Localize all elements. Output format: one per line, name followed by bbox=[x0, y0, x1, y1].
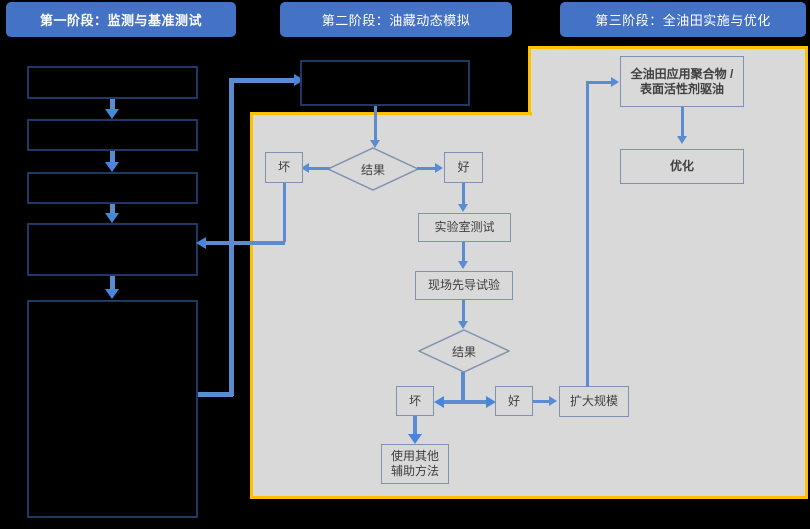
stage3-app-to-opt-arrowhead bbox=[677, 136, 687, 144]
stage1-conn-4-arrowhead bbox=[105, 289, 119, 299]
stage-3-panel-edge-bottom bbox=[528, 496, 808, 499]
stage2-other-methods-box[interactable]: 使用其他 辅助方法 bbox=[381, 444, 449, 484]
stage1-conn-3-arrowhead bbox=[105, 213, 119, 223]
stage2-decision1-to-good-arrowhead bbox=[435, 163, 443, 173]
stage-3-panel-edge-top bbox=[528, 46, 808, 49]
stage2-bad2-to-other-line bbox=[413, 416, 417, 437]
stage-3-panel bbox=[530, 48, 808, 497]
stage1-box-3[interactable] bbox=[27, 172, 198, 204]
stage2-decision-2[interactable]: 结果 bbox=[418, 329, 510, 373]
stage-header-2-label: 第二阶段：油藏动态模拟 bbox=[321, 13, 471, 28]
stage2-bad1-left-line bbox=[205, 241, 285, 245]
stage2-scale-up-box[interactable]: 扩大规模 bbox=[559, 386, 629, 417]
stage1-conn-1-arrowhead bbox=[105, 109, 119, 119]
stage2-decision1-to-bad-line bbox=[308, 167, 330, 170]
stage3-optimization-box[interactable]: 优化 bbox=[620, 149, 744, 184]
stage2-lab-to-pilot-line bbox=[462, 242, 465, 264]
stage2-other-methods-line2: 辅助方法 bbox=[390, 464, 439, 478]
stage2-decision2-bad-label: 坏 bbox=[408, 393, 421, 408]
stage2-lab-test-box[interactable]: 实验室测试 bbox=[418, 213, 511, 242]
stage-header-3-label: 第三阶段：全油田实施与优化 bbox=[595, 13, 771, 28]
stage1-conn-2-arrowhead bbox=[105, 162, 119, 172]
stage1-conn-4-line bbox=[110, 276, 115, 291]
stage-2-panel-edge-left bbox=[250, 112, 253, 499]
loop-top-segment bbox=[229, 78, 299, 83]
stage1-box-5[interactable] bbox=[27, 300, 198, 518]
stage-2-panel-edge-top bbox=[250, 112, 532, 115]
stage3-field-application-line2: 表面活性剂驱油 bbox=[639, 81, 724, 96]
stage2-field-pilot-label: 现场先导试验 bbox=[427, 278, 500, 292]
stage2-bad1-down-line bbox=[283, 183, 286, 242]
stage2-other-methods-line1: 使用其他 bbox=[390, 449, 439, 463]
stage1-conn-1-line bbox=[110, 99, 115, 111]
stage3-feedback-vertical bbox=[586, 81, 589, 387]
stage2-decision1-good-box[interactable]: 好 bbox=[444, 152, 483, 183]
stage2-decision1-to-good-line bbox=[417, 167, 437, 170]
stage-header-1-label: 第一阶段：监测与基准测试 bbox=[39, 13, 202, 28]
stage2-good2-to-scaleup-arrowhead bbox=[549, 396, 557, 406]
stage2-lab-to-pilot-arrowhead bbox=[458, 261, 468, 269]
stage-3-panel-edge-right bbox=[805, 46, 808, 499]
stage2-bad2-to-other-arrowhead bbox=[408, 434, 422, 444]
stage3-feedback-arrowhead bbox=[611, 77, 619, 87]
stage2-decision2-to-bad-arrowhead bbox=[434, 396, 444, 408]
stage1-box-1[interactable] bbox=[27, 66, 198, 99]
stage2-decision2-stem bbox=[461, 372, 465, 402]
stage2-good2-to-scaleup-line bbox=[533, 400, 551, 403]
loop-vertical-segment bbox=[229, 78, 234, 396]
stage2-decision-1[interactable]: 结果 bbox=[327, 147, 419, 191]
stage3-feedback-horizontal bbox=[586, 81, 613, 84]
stage2-decision2-bad-box[interactable]: 坏 bbox=[396, 386, 434, 416]
stage3-field-application-box[interactable]: 全油田应用聚合物 / 表面活性剂驱油 bbox=[620, 56, 744, 107]
stage2-decision2-split-bar bbox=[443, 400, 488, 404]
stage-2-panel-edge-bottom bbox=[250, 496, 532, 499]
stage1-conn-3-line bbox=[110, 204, 115, 215]
stage2-scale-up-label: 扩大规模 bbox=[569, 394, 618, 408]
stage2-pilot-to-decision2-arrowhead bbox=[458, 321, 468, 329]
stage3-app-to-opt-line bbox=[681, 107, 684, 139]
stage2-lab-test-label: 实验室测试 bbox=[434, 220, 495, 234]
stage2-decision2-good-label: 好 bbox=[507, 393, 520, 408]
stage-3-panel-edge-left-upper bbox=[528, 46, 531, 116]
stage1-box-4[interactable] bbox=[27, 223, 198, 276]
stage-header-2: 第二阶段：油藏动态模拟 bbox=[280, 2, 512, 37]
stage2-decision2-good-box[interactable]: 好 bbox=[495, 386, 533, 416]
stage2-intro-to-decision1-line bbox=[374, 106, 377, 144]
stage2-intro-to-decision1-arrowhead bbox=[370, 140, 380, 148]
stage2-bad1-arrowhead-into-stage1 bbox=[196, 237, 206, 249]
stage2-good1-to-lab-line bbox=[462, 183, 465, 207]
loop-bottom-segment bbox=[198, 392, 233, 397]
stage3-optimization-label: 优化 bbox=[669, 159, 694, 173]
stage2-pilot-to-decision2-line bbox=[462, 300, 465, 324]
stage-header-1: 第一阶段：监测与基准测试 bbox=[6, 2, 236, 37]
stage2-decision1-good-label: 好 bbox=[457, 160, 470, 174]
stage2-field-pilot-box[interactable]: 现场先导试验 bbox=[415, 271, 513, 300]
stage2-decision2-to-good-arrowhead bbox=[486, 396, 496, 408]
stage3-field-application-line1: 全油田应用聚合物 / bbox=[630, 66, 734, 81]
stage2-intro-box[interactable] bbox=[300, 60, 470, 106]
stage2-decision1-to-bad-arrowhead bbox=[301, 163, 309, 173]
stage1-box-2[interactable] bbox=[27, 119, 198, 151]
loop-arrowhead-into-intro-box bbox=[294, 74, 304, 86]
stage2-decision1-bad-label: 坏 bbox=[277, 160, 290, 174]
stage2-decision1-bad-box[interactable]: 坏 bbox=[265, 152, 303, 183]
stage-header-3: 第三阶段：全油田实施与优化 bbox=[560, 2, 806, 37]
stage1-conn-2-line bbox=[110, 151, 115, 164]
stage2-good1-to-lab-arrowhead bbox=[458, 204, 468, 212]
